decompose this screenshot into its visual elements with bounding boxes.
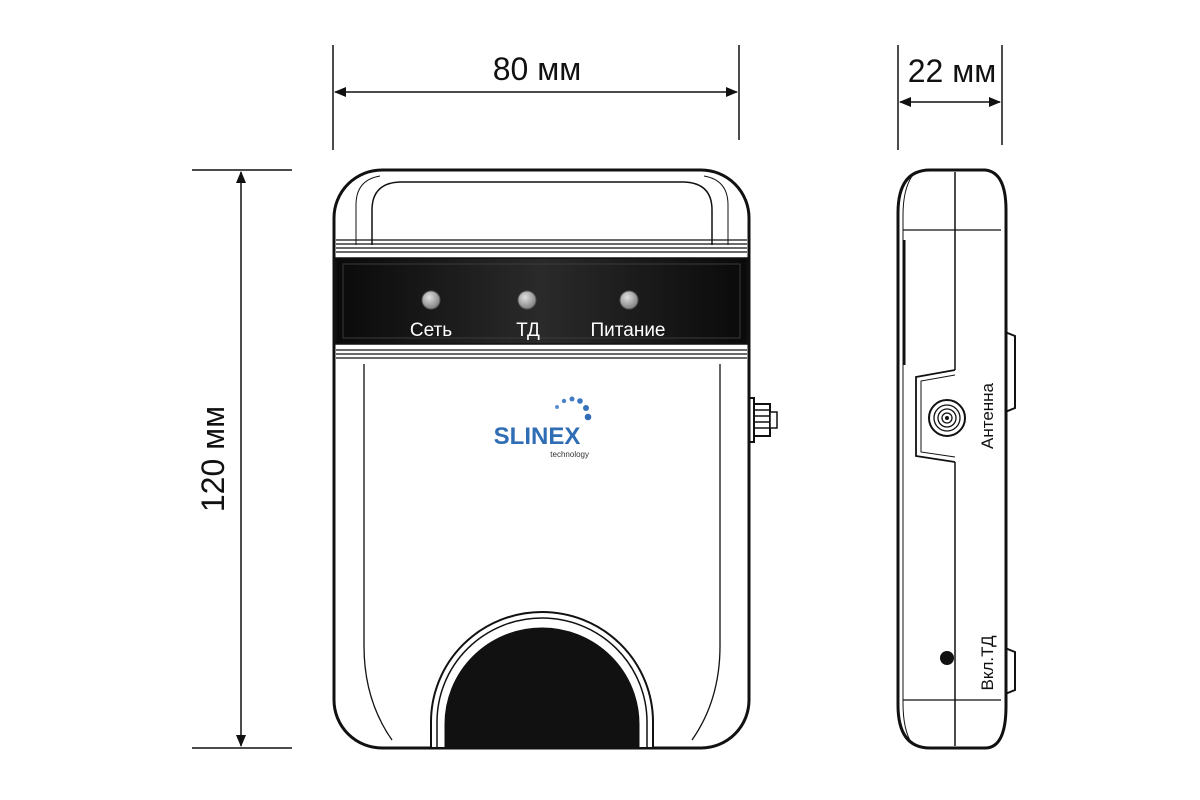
front-view: Сеть ТД Питание SLINEX technolo: [332, 168, 778, 750]
width-dimension: 80 мм: [332, 45, 740, 150]
led-network: Сеть: [410, 290, 452, 341]
side-view: Антенна Вкл.ТД: [896, 168, 1016, 750]
switch-label: Вкл.ТД: [978, 635, 997, 690]
logo-tagline: technology: [550, 450, 589, 459]
depth-dimension: 22 мм: [897, 45, 1003, 150]
lower-groove: [336, 349, 747, 359]
height-dimension: 120 мм: [192, 169, 292, 749]
led-power: Питание: [591, 290, 666, 341]
antenna-connector-front: [745, 397, 778, 443]
led-label-station: ТД: [516, 320, 540, 341]
indicator-panel: [335, 257, 748, 345]
led-ring-station: ТД: [516, 290, 540, 341]
depth-label: 22 мм: [908, 53, 996, 89]
led-label-network: Сеть: [410, 320, 452, 341]
upper-groove: [336, 239, 747, 253]
bottom-grip: [430, 611, 654, 748]
antenna-socket: [915, 369, 966, 463]
led-icon: [421, 290, 441, 310]
switch-button: [940, 651, 954, 665]
led-icon: [517, 290, 537, 310]
height-label: 120 мм: [195, 406, 231, 512]
logo-brand: SLINEX: [494, 423, 581, 450]
slinex-logo: SLINEX technology: [494, 396, 592, 459]
led-label-power: Питание: [591, 320, 666, 341]
antenna-label: Антенна: [978, 382, 997, 449]
width-label: 80 мм: [493, 51, 581, 87]
led-icon: [619, 290, 639, 310]
